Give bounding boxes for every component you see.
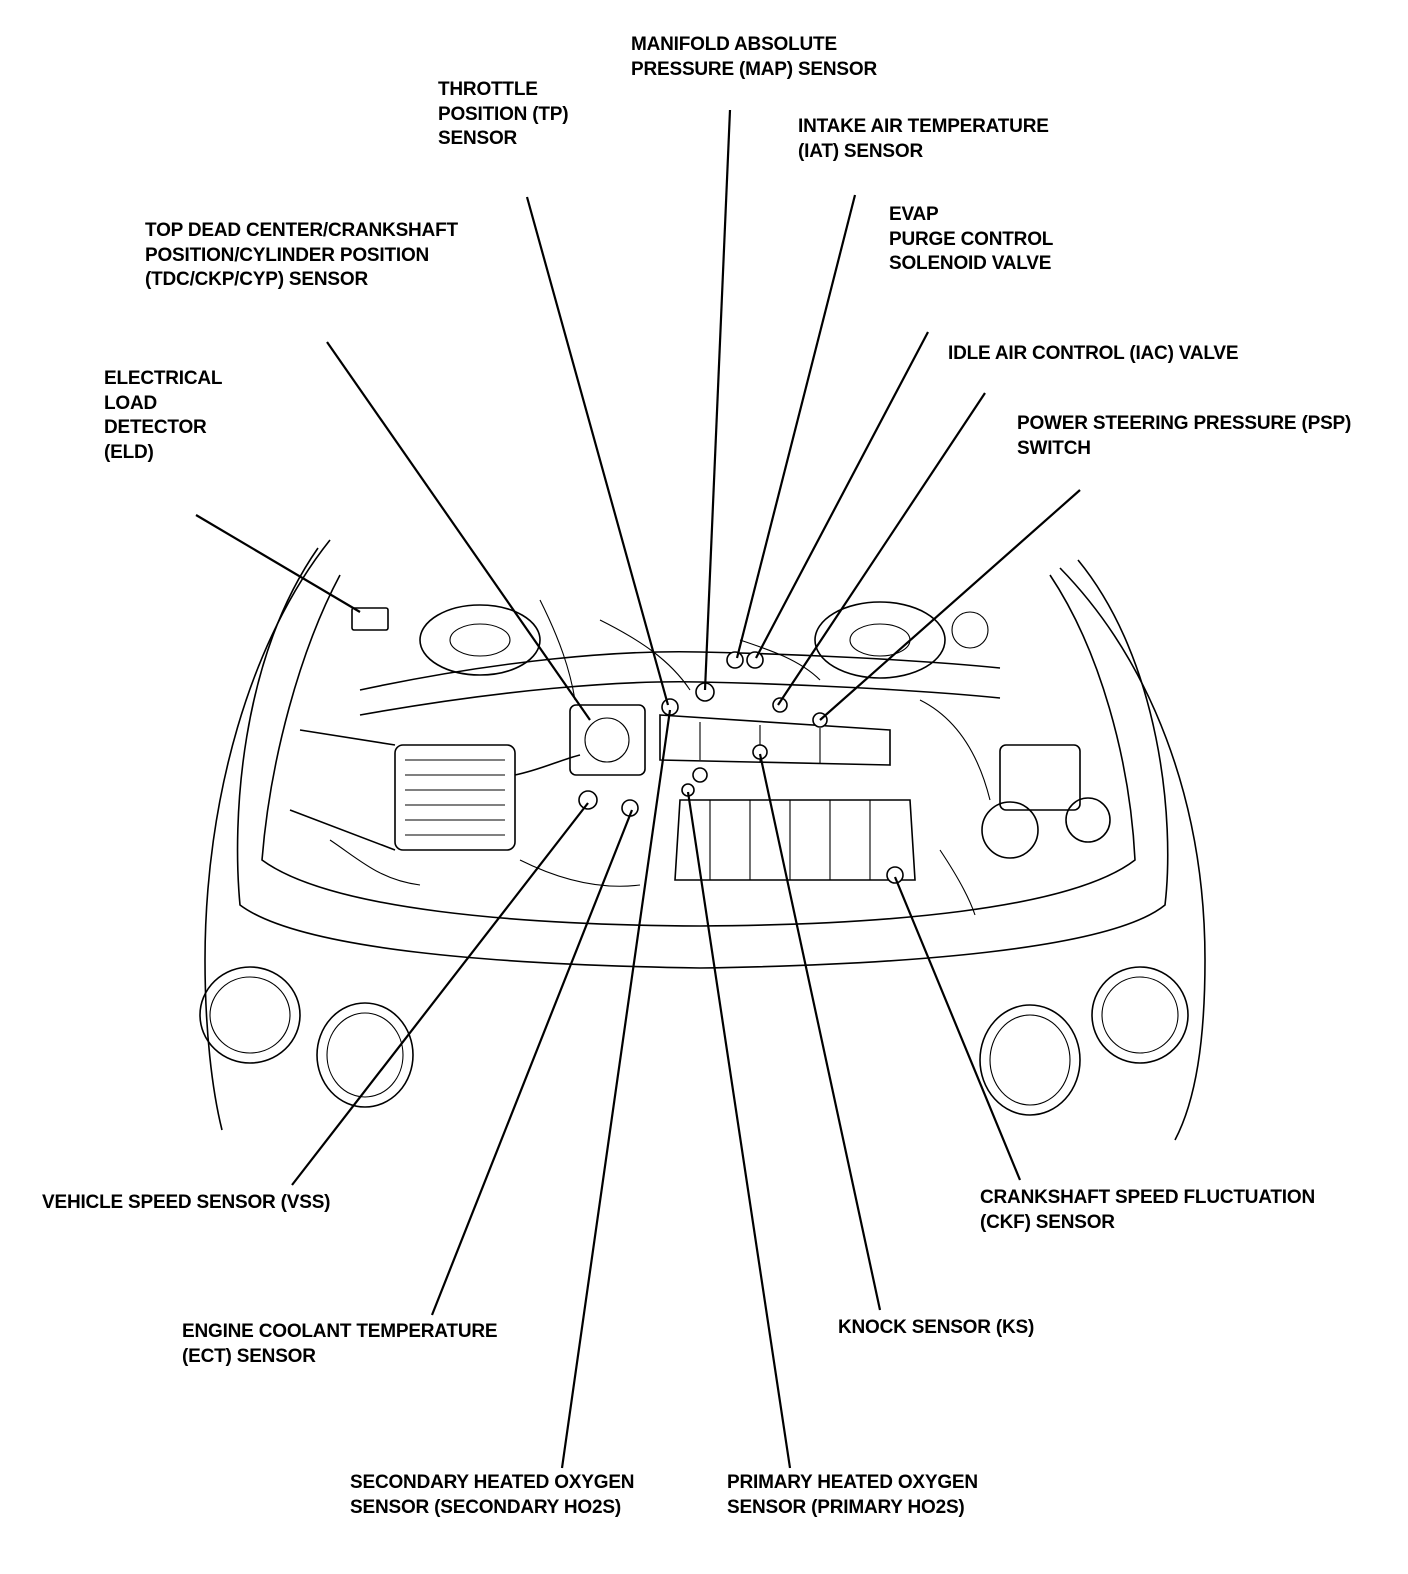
eld-box [351,607,389,631]
leader-vss [291,802,589,1186]
leader-lines [195,109,1081,1469]
leader-tdc [326,341,591,721]
leader-ckf [893,876,1022,1181]
headlights [199,966,1189,1116]
leader-sho2s [560,709,672,1469]
label-vss: VEHICLE SPEED SENSOR (VSS) [42,1192,331,1213]
label-iac-valve: IDLE AIR CONTROL (IAC) VALVE [948,343,1239,364]
engine-components [289,599,1111,916]
label-iat-sensor: INTAKE AIR TEMPERATURE(IAT) SENSOR [798,116,1049,162]
leader-iat [735,194,857,659]
leader-tp [525,196,670,706]
leader-ks [758,753,882,1311]
leader-pho2s [686,791,792,1469]
leader-psp [819,489,1081,721]
leader-eld [195,514,361,613]
label-psp-switch: POWER STEERING PRESSURE (PSP)SWITCH [1017,413,1352,459]
leader-evap [755,331,929,659]
label-ect-sensor: ENGINE COOLANT TEMPERATURE(ECT) SENSOR [182,1321,498,1367]
label-knock-sensor: KNOCK SENSOR (KS) [838,1317,1035,1338]
leader-map [703,109,732,691]
leader-ect [430,809,634,1316]
label-ckf-sensor: CRANKSHAFT SPEED FLUCTUATION(CKF) SENSOR [980,1187,1315,1233]
car-body-outline [204,539,1206,1141]
leader-iac [777,392,986,706]
